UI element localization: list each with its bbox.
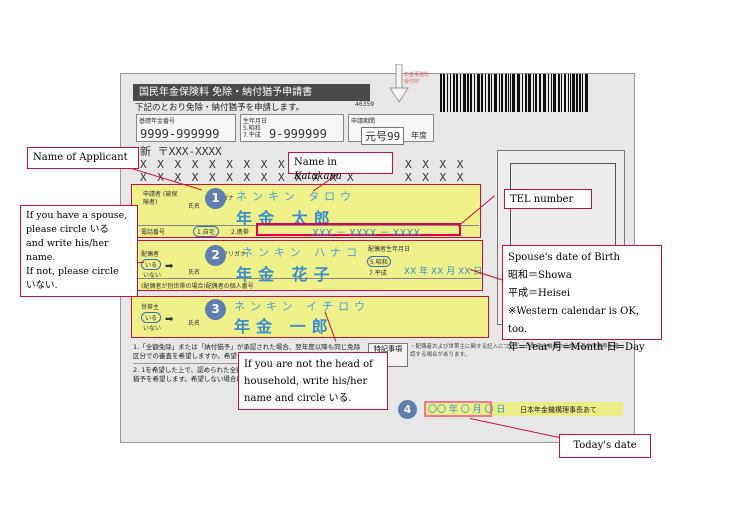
head-name: 年金 一郎 bbox=[234, 317, 334, 336]
tel-value: XXX － XXXX － XXXX bbox=[312, 228, 421, 239]
applicant-section bbox=[131, 184, 481, 238]
spouse-birth-line: 平成＝Heisei bbox=[508, 288, 571, 299]
spouse-note-line: いない. bbox=[26, 280, 58, 291]
callout-tel: TEL number bbox=[504, 189, 592, 209]
spouse-furigana-label: フリガナ bbox=[222, 251, 247, 258]
date-value: 〇〇 年 〇 月 〇 日 bbox=[428, 405, 506, 415]
spouse-note-line: name. bbox=[26, 252, 56, 263]
spouse-birth-line: 年=Year 月=Month 日=Day bbox=[508, 342, 645, 353]
period-value: 元号99 bbox=[361, 127, 405, 145]
address-line: 新 〒XXX-XXXX bbox=[140, 143, 222, 159]
barcode bbox=[440, 74, 588, 112]
spouse-birth-line: ※Western calendar is OK, too. bbox=[508, 306, 640, 335]
spouse-era-heisei: 7.平成 bbox=[369, 270, 387, 277]
address-postal: 〒XXX-XXXX bbox=[157, 145, 222, 158]
spouse-kana: ネンキン ハナコ bbox=[242, 246, 363, 259]
spouse-section bbox=[131, 240, 483, 291]
pension-number-value: 9999-999999 bbox=[140, 127, 220, 141]
callout-katakana-italic: Katakana bbox=[294, 171, 342, 182]
applicant-label: 申請者 (被保険者) bbox=[143, 191, 178, 206]
head-inai-option: いない bbox=[143, 325, 162, 332]
section-number-4: 4 bbox=[398, 400, 417, 419]
period-unit: 年度 bbox=[411, 131, 427, 140]
spouse-name: 年金 花子 bbox=[236, 265, 336, 284]
callout-head-note: If you are not the head of household, wr… bbox=[238, 352, 388, 410]
spouse-note-line: If you have a spouse, bbox=[26, 210, 128, 221]
tel-option-mobile: 2.携帯 bbox=[231, 229, 249, 236]
pension-number-field: 基礎年金番号 9999-999999 bbox=[136, 114, 236, 142]
applicant-name-label: 氏名 bbox=[188, 203, 201, 210]
spouse-id-row: (配偶者が別世帯の場合)配偶者の個人番号 bbox=[133, 278, 481, 290]
right-notes: ・配偶者および世帯主に関する記入について、日本年金機構から該当者の所得等を確認す… bbox=[410, 344, 619, 358]
form-title: 国民年金保険料 免除・納付猶予申請書 bbox=[133, 84, 370, 101]
addressee: 日本年金機構理事長あて bbox=[520, 406, 597, 414]
spouse-birth-value: XX 年 XX 月 XX 日 bbox=[404, 267, 483, 277]
arrow-icon: ➡ bbox=[165, 261, 174, 272]
spouse-inai-option: いない bbox=[143, 272, 162, 279]
address-x-right-2: X X X X bbox=[405, 171, 466, 184]
address-x-right-1: X X X X bbox=[405, 158, 466, 171]
tel-option-home: 1.自宅 bbox=[193, 226, 219, 237]
date-row bbox=[425, 402, 623, 416]
form-code: 46359 bbox=[355, 101, 375, 108]
spouse-note-line: and write his/her bbox=[26, 238, 109, 249]
head-note-line: household, write his/her bbox=[244, 376, 368, 387]
applicant-kana: ネンキン タロウ bbox=[236, 190, 357, 203]
section-number-2: 2 bbox=[205, 245, 226, 266]
spouse-label: 配偶者 bbox=[141, 251, 160, 258]
head-kana: ネンキン イチロウ bbox=[234, 300, 371, 313]
head-iru-option: いる bbox=[141, 312, 162, 323]
pension-number-label: 基礎年金番号 bbox=[139, 118, 176, 125]
period-label: 申請期間 bbox=[351, 118, 376, 125]
callout-name-of-applicant: Name of Applicant bbox=[27, 147, 139, 169]
spouse-birth-line: Spouse's date of Birth bbox=[508, 252, 620, 263]
spouse-birth-line: 昭和＝Showa bbox=[508, 270, 572, 281]
callout-spouse-birth: Spouse's date of Birth 昭和＝Showa 平成＝Heise… bbox=[502, 245, 662, 353]
spouse-birth-label: 配偶者生年月日 bbox=[368, 246, 411, 253]
callout-katakana-prefix: Name in bbox=[294, 157, 337, 168]
down-arrow-icon bbox=[389, 64, 409, 103]
spouse-note-line: If not, please circle bbox=[26, 266, 119, 277]
head-label: 世帯主 bbox=[141, 304, 160, 311]
spouse-note-line: please circle いる bbox=[26, 224, 109, 235]
birth-date-label: 生年月日 bbox=[243, 118, 268, 125]
head-name-label: 氏名 bbox=[188, 320, 201, 327]
tel-highlight bbox=[256, 223, 461, 236]
head-note-line: name and circle いる. bbox=[244, 393, 352, 404]
connector-line bbox=[138, 262, 144, 264]
era-options: 5.昭和 7.平成 bbox=[243, 125, 261, 139]
head-note-line: If you are not the head of bbox=[244, 359, 373, 370]
birth-date-value: 9-999999 bbox=[269, 127, 327, 141]
section-number-3: 3 bbox=[205, 299, 226, 320]
tel-label: 電話番号 bbox=[141, 229, 166, 236]
callout-today: Today's date bbox=[559, 434, 651, 458]
head-section bbox=[131, 296, 489, 338]
date-highlight bbox=[424, 401, 492, 417]
birth-date-field: 生年月日 5.昭和 7.平成 9-999999 bbox=[240, 114, 344, 142]
tel-row: 電話番号 1.自宅 2.携帯 bbox=[133, 225, 479, 237]
callout-spouse-note: If you have a spouse, please circle いる a… bbox=[20, 205, 138, 297]
period-field: 申請期間 元号99 年度 bbox=[348, 114, 434, 145]
form-subtitle: 下記のとおり免除・納付猶予を申請します。 bbox=[135, 103, 305, 113]
address-prefix: 新 bbox=[140, 145, 151, 158]
callout-name-katakana: Name in Katakana bbox=[288, 152, 393, 182]
arrow-icon: ➡ bbox=[165, 314, 174, 325]
spouse-id-label: (配偶者が別世帯の場合)配偶者の個人番号 bbox=[141, 283, 254, 290]
head-highlight bbox=[131, 296, 489, 338]
spouse-era-showa: 5.昭和 bbox=[367, 256, 391, 267]
section-number-1: 1 bbox=[205, 188, 226, 209]
stamp-mark: 年金事務所受付印 bbox=[404, 72, 430, 85]
spouse-name-label: 氏名 bbox=[188, 269, 201, 276]
address-x-row-2: X X X X X X X X X X X X X bbox=[140, 171, 356, 184]
spouse-iru-option: いる bbox=[141, 259, 162, 270]
